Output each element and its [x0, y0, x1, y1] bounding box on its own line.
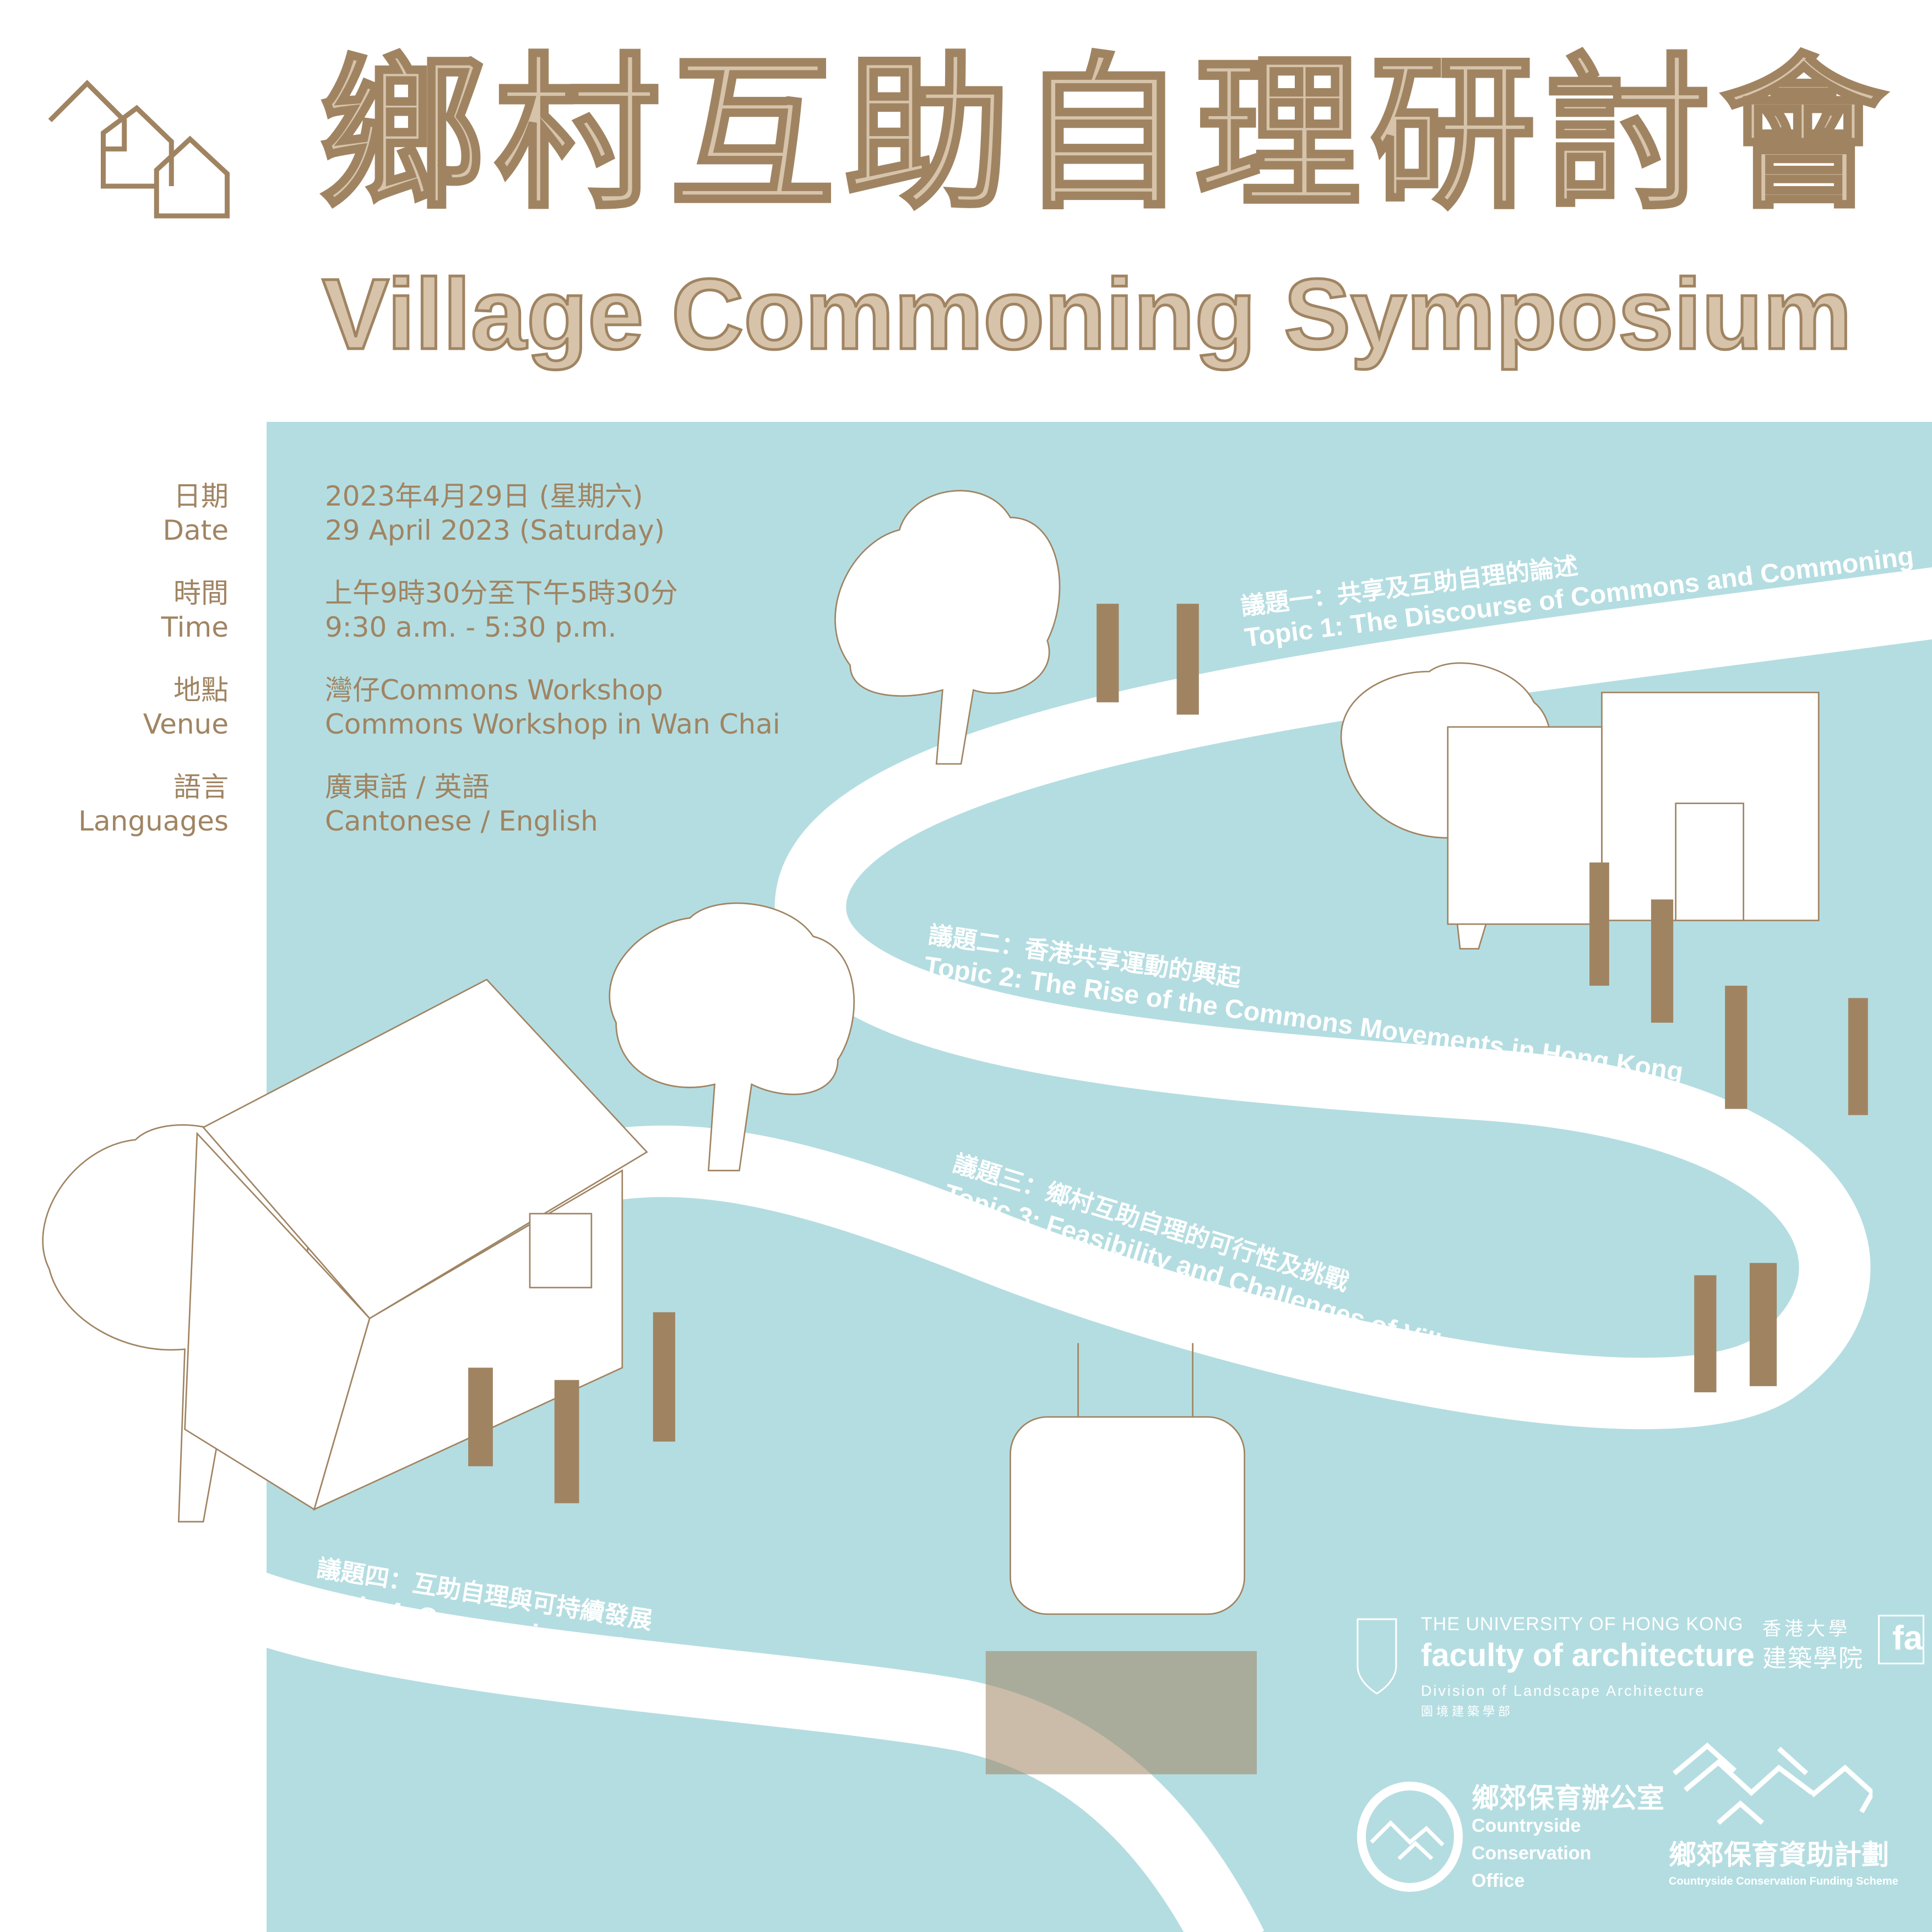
- cco-name-zh: 鄉郊保育辦公室: [1472, 1783, 1664, 1814]
- value-en: 29 April 2023 (Saturday): [325, 514, 665, 546]
- label-zh: 地點: [173, 674, 229, 706]
- cco-word: Countryside: [1472, 1815, 1581, 1836]
- value-en: Commons Workshop in Wan Chai: [325, 708, 780, 740]
- value-zh: 廣東話 / 英語: [325, 771, 490, 803]
- cco-name-en: Countryside Conservation Office: [1472, 1812, 1591, 1895]
- ccfs-mountains-icon: [1673, 1743, 1873, 1825]
- ccfs-name-en: Countryside Conservation Funding Scheme: [1669, 1875, 1898, 1887]
- division-name-zh: 園境建築學部: [1421, 1705, 1514, 1718]
- village-house: [184, 978, 648, 1511]
- value-zh: 2023年4月29日 (星期六): [325, 480, 643, 512]
- ccfs-name-zh: 鄉郊保育資助計劃: [1669, 1839, 1889, 1870]
- label-zh: 時間: [173, 577, 229, 609]
- label-en: Date: [162, 514, 229, 546]
- hku-name: THE UNIVERSITY OF HONG KONG: [1421, 1614, 1744, 1635]
- label-en: Venue: [143, 708, 229, 740]
- value-en: 9:30 a.m. - 5:30 p.m.: [325, 611, 617, 643]
- cco-word: Conservation: [1472, 1843, 1592, 1864]
- faculty-name-zh: 建築學院: [1762, 1645, 1864, 1672]
- hku-crest-icon: [1356, 1618, 1397, 1695]
- value-zh: 上午9時30分至下午5時30分: [325, 577, 678, 609]
- title-chinese: 鄉村互助自理研討會: [318, 39, 1896, 231]
- label-zh: 日期: [173, 480, 229, 512]
- label-en: Time: [161, 611, 229, 643]
- value-zh: 灣仔Commons Workshop: [325, 674, 663, 706]
- faculty-name: faculty of architecture: [1421, 1637, 1755, 1673]
- hku-name-zh: 香港大學: [1762, 1619, 1850, 1640]
- workshop-building: [1447, 691, 1820, 925]
- label-en: Languages: [78, 805, 229, 837]
- cco-emblem-icon: [1357, 1782, 1463, 1892]
- value-en: Cantonese / English: [325, 805, 598, 837]
- road: [121, 567, 1932, 1932]
- cco-word: Office: [1472, 1870, 1525, 1891]
- fa-mark: fa: [1878, 1615, 1924, 1664]
- division-name: Division of Landscape Architecture: [1421, 1683, 1706, 1699]
- label-zh: 語言: [173, 771, 229, 803]
- houses-outline-icon: [48, 79, 230, 219]
- people-group: [468, 604, 1868, 1774]
- festival-banner: [1010, 1343, 1245, 1615]
- title-english: Village Commoning Symposium: [321, 257, 1854, 370]
